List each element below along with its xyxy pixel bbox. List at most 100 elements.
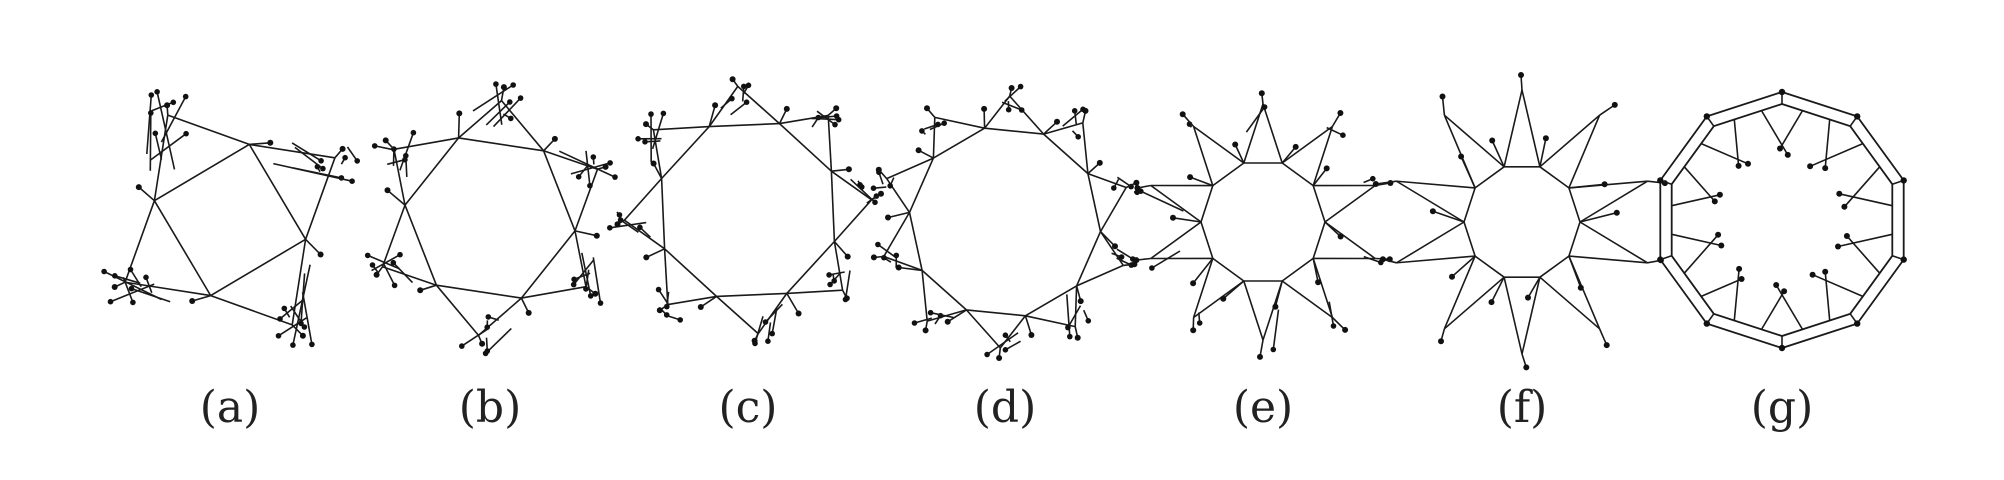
star-edge (1025, 315, 1076, 328)
node (1149, 265, 1155, 271)
node (1096, 159, 1103, 166)
node (1196, 320, 1203, 326)
node (339, 145, 346, 152)
inner-cycle-edge (1568, 187, 1581, 223)
leaf-edge (1024, 315, 1033, 336)
inner-cycle-edge (908, 157, 935, 213)
node (1489, 137, 1496, 144)
node (570, 281, 577, 288)
star-edge (1539, 114, 1601, 168)
node (1777, 145, 1783, 152)
inner-cycle-edge (1474, 255, 1505, 278)
node (1337, 110, 1344, 116)
node (309, 341, 315, 348)
node (1735, 162, 1742, 169)
node (479, 340, 486, 347)
cluster-edge (386, 158, 406, 166)
star-edge (653, 125, 710, 131)
node (984, 351, 990, 358)
star-edge (786, 289, 843, 295)
inner-cycle-edge (1281, 257, 1314, 282)
leaf-edge (1527, 276, 1541, 299)
node (844, 253, 851, 260)
node (290, 342, 296, 348)
node (944, 318, 951, 325)
node (1118, 254, 1125, 260)
node (1330, 323, 1337, 329)
node (1170, 214, 1176, 221)
panel-labels-group: (a) (b) (c) (d) (e) (f) (g) (200, 382, 1814, 433)
inner-cycle-edge (661, 126, 710, 180)
star-edge (543, 150, 598, 170)
node (517, 95, 524, 101)
cluster-edge (129, 269, 142, 288)
node (1778, 344, 1786, 352)
star-edge (500, 100, 545, 152)
leaf-edge (457, 113, 461, 138)
node (484, 348, 491, 354)
node (1054, 118, 1060, 125)
node (895, 264, 902, 271)
node (602, 163, 609, 170)
inner-cycle-edge (778, 123, 832, 172)
star-edge (1243, 280, 1264, 341)
inner-cycle-edge (709, 122, 780, 128)
node (417, 287, 424, 294)
star-edge (1281, 280, 1333, 319)
star-edge (886, 157, 934, 180)
inner-cycle-edge (830, 171, 836, 242)
node (1342, 326, 1349, 333)
node (893, 252, 900, 259)
star-edge (1193, 125, 1245, 164)
star-edge (1579, 221, 1648, 264)
node (1518, 72, 1524, 78)
inner-cycle-edge (966, 309, 1026, 317)
node (391, 282, 398, 289)
star-edge (1312, 126, 1334, 186)
node (1523, 364, 1530, 371)
node (655, 286, 662, 293)
inner-cycle-edge (542, 150, 576, 232)
node (1323, 165, 1330, 172)
node (112, 273, 118, 279)
cluster-edge (382, 263, 396, 286)
node (369, 262, 376, 268)
node (1738, 276, 1745, 282)
leaf-edge (1189, 176, 1214, 187)
leaf-edge (983, 108, 986, 129)
node (382, 137, 389, 144)
star-edge (1443, 114, 1505, 168)
inner-cycle-edge (1463, 221, 1476, 257)
inner-cycle-edge (153, 200, 212, 297)
inner-cycle-edge (1312, 221, 1326, 259)
inward-spoke (1700, 278, 1742, 298)
panel-label-c: (c) (719, 382, 778, 433)
node (827, 281, 833, 288)
node (275, 333, 282, 339)
graph-drawing-d (870, 83, 1140, 361)
node (587, 182, 593, 189)
leaf-edge (1281, 146, 1297, 164)
node (354, 158, 361, 164)
node (189, 298, 196, 304)
node (1715, 231, 1722, 238)
node (1133, 179, 1140, 186)
leaf-edge (1312, 258, 1319, 283)
node (152, 130, 159, 137)
cluster-edge (131, 287, 171, 303)
star-edge (1281, 125, 1333, 164)
node (1657, 256, 1664, 263)
node (1900, 177, 1907, 184)
node (371, 143, 378, 149)
node (656, 307, 663, 314)
node (1067, 333, 1073, 340)
leaf-edge (138, 186, 155, 202)
node (1542, 135, 1549, 142)
panel-label-e: (e) (1233, 382, 1293, 433)
node (1603, 342, 1610, 349)
node (614, 221, 621, 228)
node (1133, 257, 1140, 264)
graph-drawing-g (1657, 88, 1907, 352)
panel-label-a: (a) (200, 382, 261, 433)
node (924, 105, 930, 112)
